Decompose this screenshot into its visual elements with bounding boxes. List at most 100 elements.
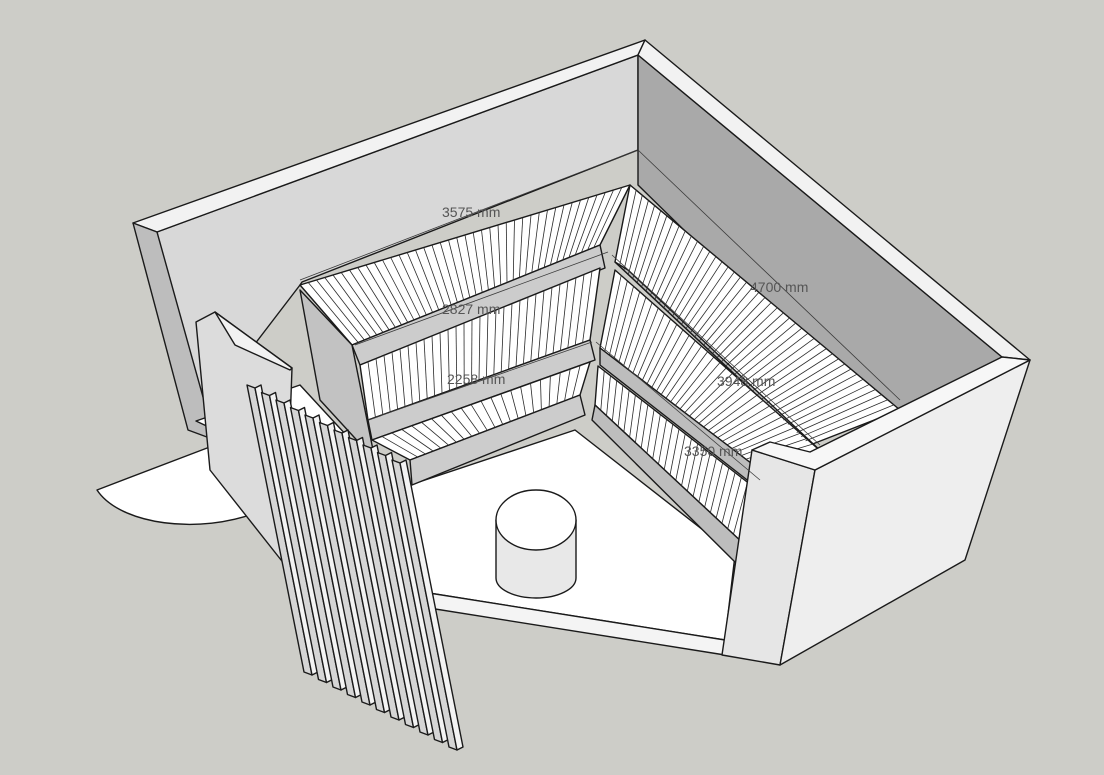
bench-slat [525,214,532,276]
bench-slat [490,397,504,425]
bench-slat [481,229,489,291]
bench-slat [349,269,390,331]
bench-slat [800,399,888,438]
bench-slat [515,300,521,367]
bench-slat [582,271,593,343]
bench-slat [690,271,735,333]
decorative-battens [246,384,464,751]
bench-slat [729,317,790,371]
front-right-wall-top[interactable] [751,356,1031,471]
bench-slat [646,324,678,385]
bench-slat [623,195,643,271]
bench-slat [743,332,809,383]
bench-slat [623,390,630,432]
bench-slat [721,472,736,524]
bench-slat [660,340,696,395]
bench-slat [367,361,376,418]
bench-slat [716,302,772,358]
bench-slat [365,264,402,326]
bench-slat [423,247,446,308]
dimension-label-middle-bench-left: 2258 mm [447,371,505,387]
bench-slat [632,307,659,374]
bench-slat [560,280,569,351]
bench-slat [663,424,674,470]
bench-slat [530,293,537,362]
bench-slat [703,389,752,428]
bench-slat [307,282,359,343]
bench-slat [669,428,680,476]
bench-slat [686,443,699,492]
bench-slat [604,275,622,352]
bench-slat [450,411,473,437]
bench-slat [721,307,778,363]
bench-slat [390,257,421,318]
bench-slat [708,394,758,431]
bench-slat [738,327,803,379]
bench-slat [415,342,421,402]
bench-slat [478,316,481,381]
bench-slat [667,246,704,313]
bench-slat [567,277,577,349]
bench-slat [709,462,724,513]
bench-slat [500,393,511,422]
bench-slat [505,222,508,283]
bench-slat [707,292,760,350]
batten-side [399,459,464,751]
bench-slat [685,266,729,329]
lower-bench-front-face[interactable] [409,394,586,486]
bench-slat [550,204,565,266]
bench-slat [684,367,727,413]
bench-slat [674,356,715,406]
dimension-lines [299,149,901,481]
bench-slat [654,230,686,300]
bench-slat [480,400,496,428]
bench-slat [658,235,692,304]
heater-cylinder[interactable] [495,489,577,599]
bench-slat [497,224,502,286]
bench-slat [627,302,653,370]
bench-slats [307,187,895,540]
bench-slat [439,332,443,394]
bench-slat [712,297,766,354]
bench-slat [373,262,409,323]
bench-slat [510,390,519,419]
bench-slat [448,239,464,301]
bench-slat [530,383,535,413]
bench-slat [398,254,427,316]
bench-slat [391,432,426,455]
bench-slat [609,280,628,356]
upper-bench-front-face[interactable] [351,244,606,366]
door-frame-side[interactable] [214,311,293,371]
bench-slat [500,306,505,373]
bench-slat [623,297,647,367]
bench-slat [632,205,655,279]
bench-slat [636,210,662,283]
bench-slat [726,416,782,446]
bench-slat [761,353,833,400]
bench-slat [571,365,581,399]
bench-slat [656,335,690,392]
bench-slat [613,286,634,359]
bench-slat [698,383,745,424]
bench-slat [324,277,371,338]
bench-slat [401,429,434,452]
bench-slat [783,378,864,421]
bench-slat [340,272,384,333]
bench-slat [640,404,649,449]
bench-slat [672,251,711,317]
bench-slat [375,358,384,415]
bench-slat [552,284,561,354]
bench-slat [600,370,605,411]
dimension-label-right-wall: 4700 mm [750,279,808,295]
bench-slat [383,355,391,413]
bench-slat [645,220,674,292]
bench-slat [431,418,457,443]
bench-slat [574,274,585,346]
bench-slat [357,267,396,328]
bench-slat [646,409,655,454]
bench-slat [519,217,524,278]
bench-slat [593,187,623,248]
bench-slat [556,202,573,263]
